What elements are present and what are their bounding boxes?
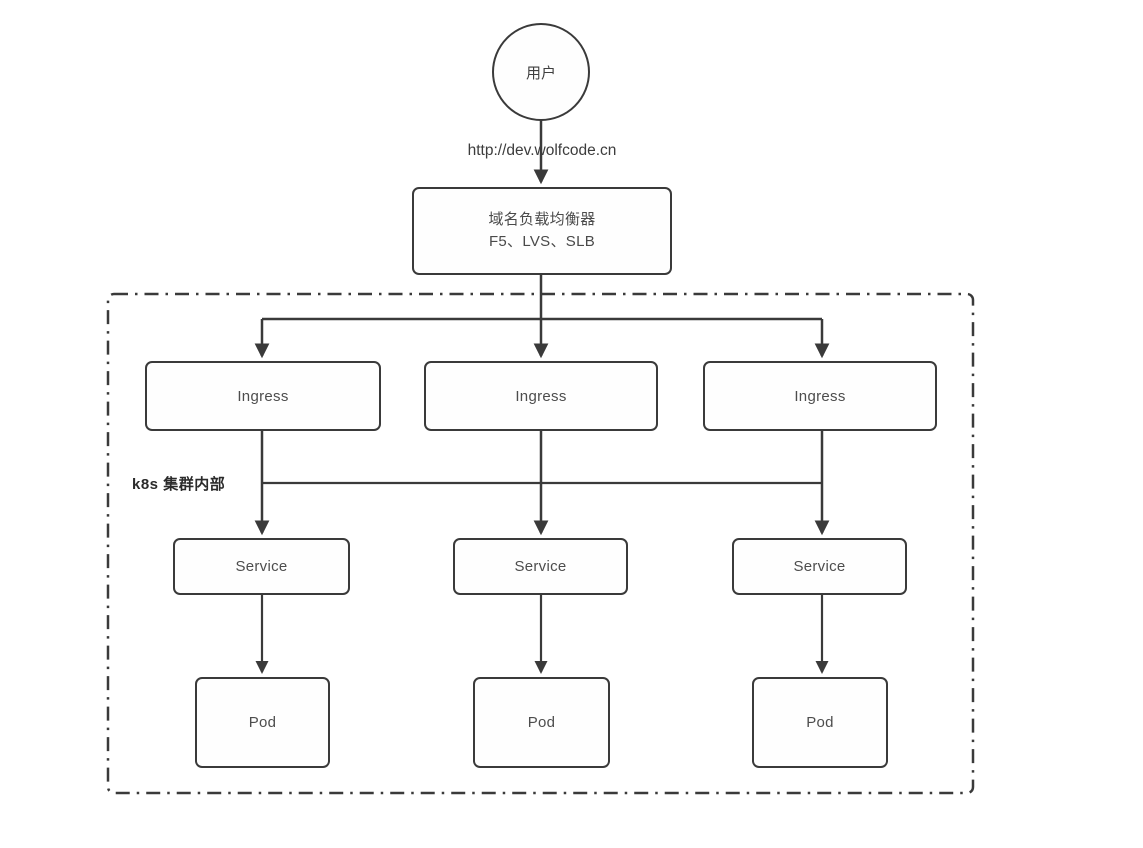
pod-node-label: Pod — [527, 714, 556, 731]
pod-node-label: Pod — [248, 714, 277, 731]
service-node-label: Service — [235, 558, 288, 575]
ingress-node-label: Ingress — [237, 387, 289, 405]
service-node-left: Service — [173, 538, 350, 595]
k8s-cluster-boundary — [106, 292, 975, 795]
pod-node-right: Pod — [752, 677, 888, 768]
request-url-label: http://dev.wolfcode.cn — [467, 142, 617, 159]
load-balancer-title: 域名负载均衡器 — [488, 210, 596, 228]
service-node-right: Service — [732, 538, 907, 595]
service-node-label: Service — [793, 558, 846, 575]
pod-node-label: Pod — [806, 714, 834, 731]
ingress-node-right: Ingress — [703, 361, 937, 431]
pod-node-left: Pod — [195, 677, 330, 768]
load-balancer-products: F5、LVS、SLB — [488, 233, 596, 250]
ingress-node-left: Ingress — [145, 361, 381, 431]
service-node-middle: Service — [453, 538, 628, 595]
service-node-label: Service — [514, 558, 567, 575]
load-balancer-node: 域名负载均衡器 F5、LVS、SLB — [412, 187, 672, 275]
user-node: 用户 — [492, 23, 590, 121]
user-node-label: 用户 — [525, 64, 556, 82]
ingress-node-middle: Ingress — [424, 361, 658, 431]
pod-node-middle: Pod — [473, 677, 610, 768]
ingress-node-label: Ingress — [515, 387, 567, 405]
ingress-node-label: Ingress — [794, 387, 846, 405]
k8s-cluster-label: k8s 集群内部 — [132, 476, 226, 493]
